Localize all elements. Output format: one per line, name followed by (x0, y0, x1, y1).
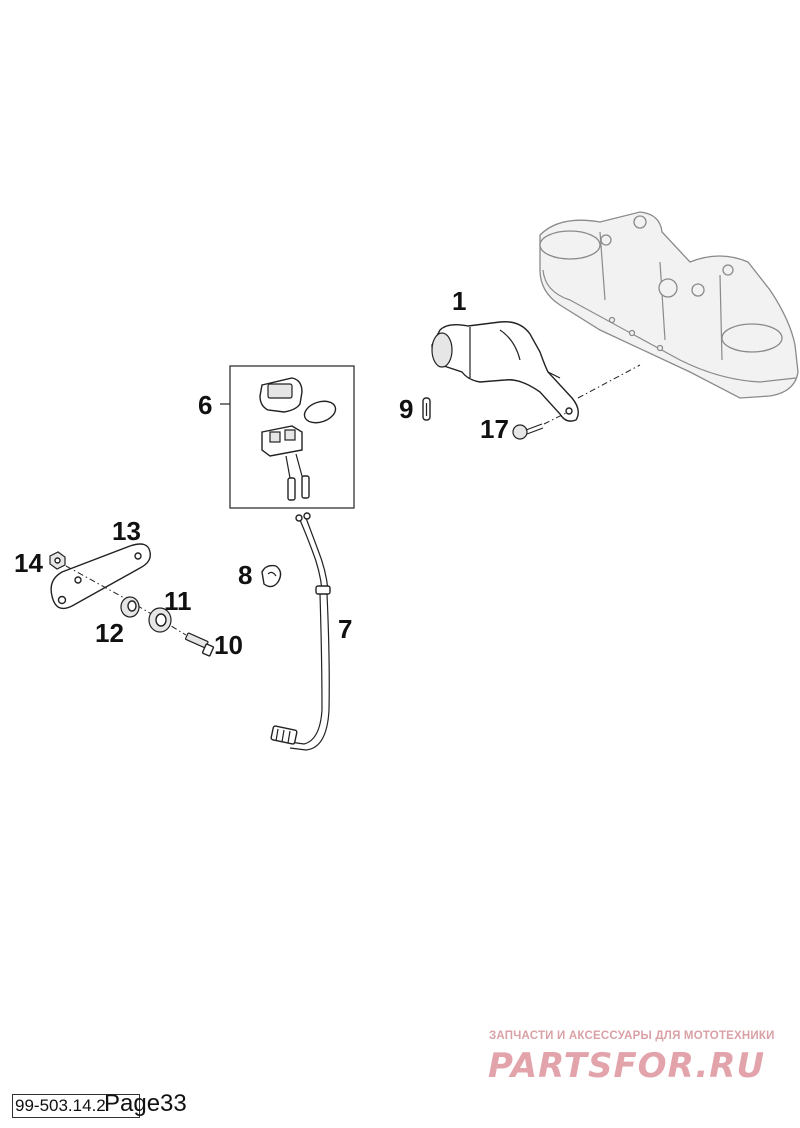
callout-13: 13 (112, 516, 141, 546)
part-13-plate (50, 543, 151, 610)
assembly-line-plate (65, 565, 187, 636)
part-8-clip (261, 564, 282, 588)
page-label: Page33 (104, 1090, 187, 1117)
callout-14: 14 (14, 548, 43, 578)
callout-10: 10 (214, 630, 243, 660)
document-code: 99-503.14.2 (12, 1094, 140, 1118)
callout-9: 9 (399, 394, 413, 424)
part-17-screw (512, 423, 544, 440)
part-14-nut (49, 551, 66, 570)
part-10-bolt (185, 632, 215, 657)
callout-7: 7 (338, 614, 352, 644)
watermark-tagline: ЗАПЧАСТИ И АКСЕССУАРЫ ДЛЯ МОТОТЕХНИКИ (489, 1030, 775, 1042)
part-6-speedometer-kit (220, 365, 355, 509)
assembly-line-clamp (577, 364, 641, 399)
part-12-spacer (120, 596, 140, 618)
callout-17: 17 (480, 414, 509, 444)
part-7-cable (270, 512, 331, 751)
callout-8: 8 (238, 560, 252, 590)
watermark-brand: PARTSFOR.RU (488, 1046, 766, 1086)
part-9-bulb (422, 397, 431, 421)
assembly-line-screw (543, 412, 567, 425)
callout-1: 1 (452, 286, 466, 316)
callout-12: 12 (95, 618, 124, 648)
part-11-grommet (148, 607, 172, 633)
part-1-bracket (431, 321, 579, 422)
callout-6: 6 (198, 390, 212, 420)
triple-clamp (539, 211, 799, 399)
callout-11: 11 (164, 586, 192, 616)
